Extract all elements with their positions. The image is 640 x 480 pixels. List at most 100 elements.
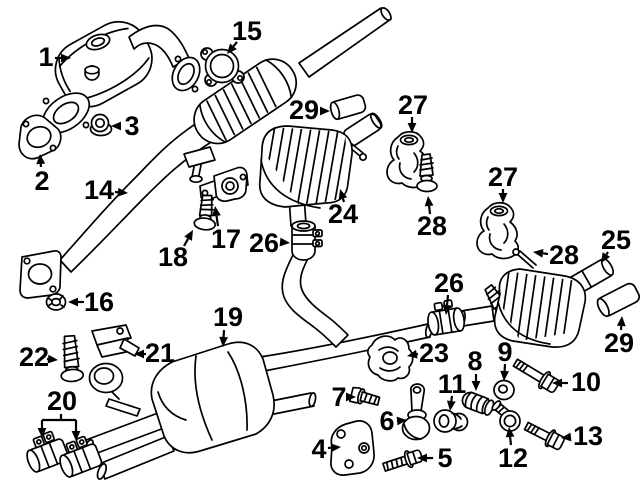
callout-6: 6 bbox=[379, 406, 407, 436]
callout-label: 11 bbox=[438, 369, 467, 399]
callout-label: 22 bbox=[19, 342, 49, 372]
cat-outlet-flange bbox=[41, 92, 91, 134]
pipe-clamp-upper bbox=[291, 220, 323, 261]
callout-12: 12 bbox=[498, 427, 528, 473]
callout-label: 10 bbox=[571, 367, 601, 397]
callout-label: 29 bbox=[289, 95, 319, 125]
callout-10: 10 bbox=[552, 367, 601, 397]
callout-label: 18 bbox=[158, 242, 188, 272]
triangular-gasket bbox=[18, 114, 62, 160]
callout-label: 27 bbox=[398, 90, 428, 120]
hanger-bolt bbox=[60, 334, 85, 383]
callout-28: 28 bbox=[533, 240, 579, 270]
dome-bolt bbox=[491, 400, 521, 432]
exhaust-tip-right bbox=[596, 282, 640, 318]
callout-label: 4 bbox=[311, 434, 326, 464]
callout-label: 14 bbox=[84, 175, 114, 205]
hex-bolt-5 bbox=[382, 449, 423, 472]
callout-label: 7 bbox=[331, 382, 346, 412]
callout-label: 26 bbox=[249, 228, 279, 258]
callout-label: 9 bbox=[497, 337, 512, 367]
callout-5: 5 bbox=[417, 443, 453, 473]
callout-label: 5 bbox=[437, 443, 452, 473]
ring-seal bbox=[45, 293, 67, 311]
pipe-bracket bbox=[183, 146, 216, 168]
callout-label: 29 bbox=[604, 328, 634, 358]
callout-7: 7 bbox=[331, 382, 356, 412]
callout-label: 25 bbox=[601, 225, 631, 255]
callout-1: 1 bbox=[38, 42, 71, 72]
callout-label: 12 bbox=[498, 443, 528, 473]
catalytic-converter bbox=[41, 20, 201, 134]
rubber-hanger-bracket bbox=[386, 130, 429, 189]
callout-label: 23 bbox=[419, 338, 449, 368]
washer bbox=[493, 379, 515, 401]
callout-9: 9 bbox=[497, 337, 513, 381]
bracket-plate bbox=[330, 420, 375, 476]
rubber-grommet bbox=[433, 409, 469, 433]
center-muffler bbox=[150, 341, 275, 454]
hex-bolt-13 bbox=[523, 421, 565, 451]
rubber-mount bbox=[366, 335, 414, 382]
callout-11: 11 bbox=[438, 369, 467, 411]
callout-27: 27 bbox=[398, 90, 428, 133]
resonator bbox=[193, 58, 298, 145]
callout-26: 26 bbox=[434, 268, 464, 315]
callout-20: 20 bbox=[37, 386, 81, 441]
flange-nut bbox=[89, 113, 113, 137]
callout-8: 8 bbox=[467, 346, 483, 391]
callout-label: 28 bbox=[549, 240, 579, 270]
exhaust-tip-left bbox=[329, 94, 367, 121]
callout-27: 27 bbox=[488, 162, 518, 203]
callout-label: 3 bbox=[124, 111, 139, 141]
callout-4: 4 bbox=[311, 434, 341, 464]
callout-29: 29 bbox=[289, 95, 330, 125]
callout-18: 18 bbox=[158, 230, 193, 272]
callout-23: 23 bbox=[407, 338, 449, 368]
callout-label: 8 bbox=[467, 346, 482, 376]
callout-label: 21 bbox=[145, 338, 175, 368]
callout-label: 15 bbox=[232, 16, 262, 46]
callout-15: 15 bbox=[227, 16, 262, 54]
callout-label: 27 bbox=[488, 162, 518, 192]
callout-24: 24 bbox=[328, 189, 358, 229]
front-pipe bbox=[19, 7, 392, 299]
round-gasket bbox=[200, 47, 245, 87]
pipe-clamp-lower bbox=[427, 299, 466, 336]
band-clamp bbox=[26, 430, 70, 473]
callout-label: 16 bbox=[84, 287, 114, 317]
callout-label: 26 bbox=[434, 268, 464, 298]
hex-bolt-7 bbox=[348, 386, 381, 406]
callout-28: 28 bbox=[417, 196, 447, 241]
hanger-arm bbox=[401, 383, 431, 441]
callout-label: 28 bbox=[417, 211, 447, 241]
callout-3: 3 bbox=[111, 111, 140, 141]
callout-29: 29 bbox=[604, 316, 634, 358]
callout-16: 16 bbox=[68, 287, 114, 317]
callout-26: 26 bbox=[249, 228, 290, 258]
callout-label: 1 bbox=[38, 42, 53, 72]
callout-14: 14 bbox=[84, 175, 128, 205]
callout-25: 25 bbox=[601, 225, 631, 263]
hex-bolt-10 bbox=[512, 358, 560, 394]
callout-label: 17 bbox=[211, 224, 241, 254]
callout-17: 17 bbox=[211, 206, 241, 254]
hanger-screw bbox=[416, 153, 438, 193]
callout-label: 6 bbox=[379, 406, 394, 436]
callout-19: 19 bbox=[213, 302, 243, 347]
left-rear-muffler bbox=[258, 112, 383, 227]
callout-label: 20 bbox=[47, 386, 77, 416]
callout-label: 24 bbox=[328, 199, 358, 229]
mount-bracket bbox=[199, 166, 249, 203]
callout-label: 19 bbox=[213, 302, 243, 332]
hanger-strip bbox=[105, 398, 141, 417]
loop-hanger bbox=[88, 324, 140, 400]
callout-22: 22 bbox=[19, 342, 58, 372]
callout-label: 13 bbox=[573, 421, 603, 451]
callout-13: 13 bbox=[561, 421, 603, 451]
cat-inlet-flange bbox=[171, 56, 201, 92]
callout-2: 2 bbox=[34, 154, 50, 196]
bracket-screw bbox=[193, 194, 217, 231]
